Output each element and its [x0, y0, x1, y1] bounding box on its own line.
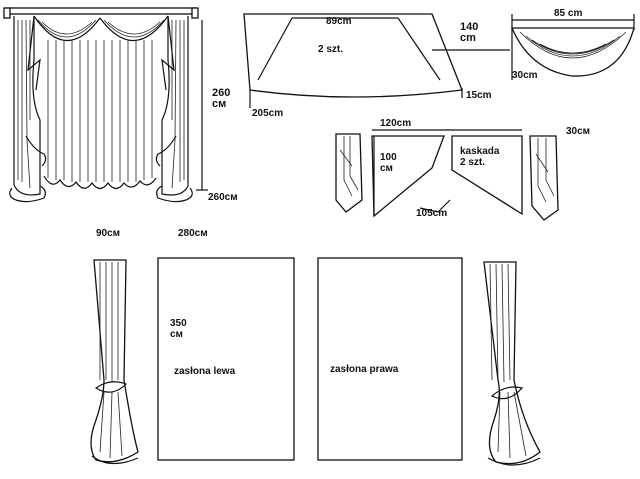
- cascade-right-strip: [529, 135, 559, 221]
- panel-left: [157, 257, 295, 461]
- label-main-height: 260 см: [212, 87, 231, 110]
- cascade-left-strip: [335, 133, 363, 213]
- curtain-illustration: [3, 7, 199, 203]
- panel-right: [317, 257, 463, 461]
- label-panel-height: 350 см: [170, 318, 187, 340]
- label-swag-count: 2 szt.: [318, 44, 344, 55]
- label-panel-left: zasłona lewa: [174, 366, 236, 377]
- main-dimension-lines: [196, 20, 208, 191]
- label-panel-right: zasłona prawa: [330, 364, 399, 375]
- cascade-piece-right: [451, 135, 523, 216]
- label-cascade-side: 30см: [566, 126, 591, 137]
- label-cascade-top: 120cm: [380, 118, 412, 129]
- tied-drape-left: [90, 259, 139, 465]
- label-swag-top: 89cm: [326, 16, 352, 27]
- cascade-group: [335, 129, 559, 221]
- label-cascade-bottom: 105cm: [416, 208, 448, 219]
- label-drape-width: 90см: [96, 228, 121, 239]
- rod-finial-right: [191, 7, 199, 19]
- sheer-curtain: [43, 40, 157, 190]
- label-cascade-height: 100 см: [380, 152, 397, 174]
- label-cascade-title: kaskada 2 szt.: [460, 146, 500, 168]
- label-main-width: 260см: [208, 192, 238, 203]
- swag-pattern: [243, 13, 510, 108]
- label-swag-drop: 15cm: [466, 90, 492, 101]
- label-small-swag-width: 85 cm: [554, 8, 583, 19]
- label-swag-bottom: 205cm: [252, 108, 284, 119]
- label-panel-width: 280см: [178, 228, 208, 239]
- cascade-bottom-dim: [419, 199, 451, 213]
- rod-finial-left: [3, 7, 11, 19]
- left-drape: [9, 16, 47, 203]
- small-swag: [511, 14, 635, 80]
- top-swags: [27, 15, 175, 91]
- cascade-piece-left: [371, 135, 445, 218]
- tied-drape-right: [483, 261, 541, 466]
- label-small-swag-drop: 30cm: [512, 70, 538, 81]
- label-swag-side: 140 cm: [460, 21, 479, 44]
- right-drape: [155, 16, 193, 203]
- curtain-rod: [7, 7, 197, 15]
